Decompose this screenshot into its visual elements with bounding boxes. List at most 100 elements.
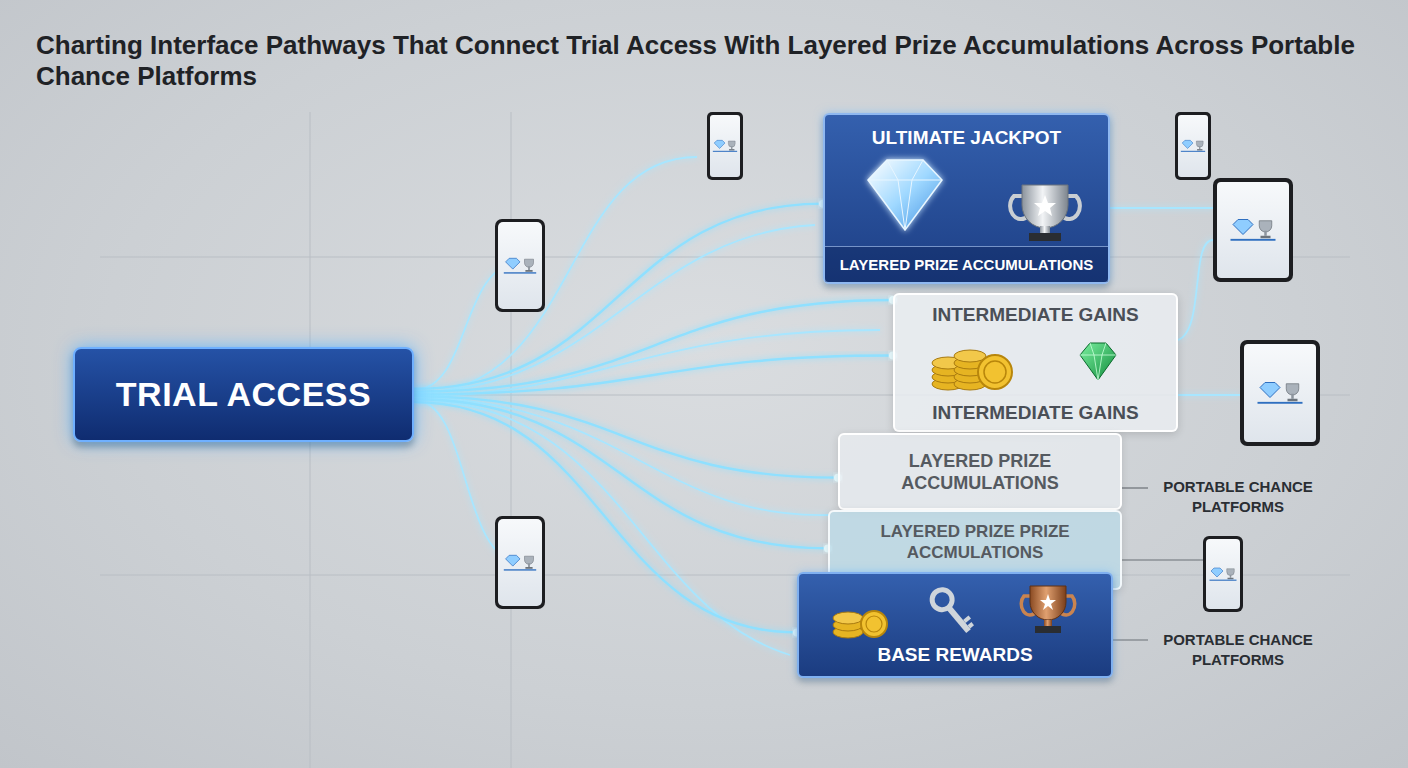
trophy-stem (1040, 226, 1050, 234)
trophy-cup (1022, 185, 1068, 228)
box-subtext: INTERMEDIATE GAINS (932, 402, 1139, 424)
diagram-title: Charting Interface Pathways That Connect… (36, 30, 1366, 92)
pathway-line (414, 157, 697, 394)
coin (833, 612, 863, 624)
coin (954, 364, 986, 376)
start-box: TRIAL ACCESS (73, 347, 414, 442)
pathway-line (1178, 394, 1240, 396)
box-heading: LAYERED PRIZE PRIZE ACCMULATIONS (859, 521, 1091, 563)
flow-connector (414, 204, 823, 389)
coin (954, 357, 986, 369)
flow-connector (414, 396, 838, 477)
box-heading: BASE REWARDS (877, 644, 1032, 666)
coin-face (978, 355, 1012, 389)
screen-icon (504, 258, 536, 273)
phone-screen (1178, 115, 1208, 177)
pathway-line (414, 398, 830, 515)
box-subtext: LAYERED PRIZE ACCUMULATIONS (825, 246, 1108, 282)
devices (495, 112, 1320, 612)
box-heading: ULTIMATE JACKPOT (872, 127, 1061, 149)
box-heading: INTERMEDIATE GAINS (932, 304, 1139, 326)
platform-label: PORTABLE CHANCE PLATFORMS (1148, 477, 1328, 517)
trophy-star (1040, 594, 1056, 610)
tablet-frame (1213, 178, 1293, 282)
trophy-base (1035, 626, 1061, 633)
key-icon (928, 586, 976, 638)
coin (932, 371, 964, 383)
pathway-line (414, 400, 790, 655)
trophy-star (1034, 195, 1056, 216)
coin-face (861, 611, 887, 637)
pathway-line (1178, 240, 1213, 340)
leader-line (1122, 487, 1148, 488)
phone-screen (710, 115, 740, 177)
pathway-line (414, 400, 520, 562)
coin-stack-icon (932, 350, 1012, 390)
phone-frame (1175, 112, 1211, 180)
pathway-line (414, 262, 520, 390)
box-heading: LAYERED PRIZE ACCUMULATIONS (863, 450, 1098, 494)
trophy-handles (1021, 596, 1075, 615)
silver-trophy-icon (1010, 185, 1080, 241)
phone-frame (707, 112, 743, 180)
coin (932, 378, 964, 390)
bronze-trophy-icon (1021, 586, 1075, 633)
screen-icon (1231, 220, 1276, 241)
gem-shape (1080, 343, 1116, 380)
pathway-line (414, 225, 815, 392)
diamond-facets (868, 160, 942, 230)
tablet-screen (1244, 344, 1316, 442)
screen-icon (713, 140, 737, 151)
green-gem-icon (1080, 343, 1116, 380)
prize-tier-box: INTERMEDIATE GAINS INTERMEDIATE GAINS (893, 293, 1178, 432)
key-tooth (968, 622, 974, 628)
flow-connector (414, 402, 797, 632)
pathway-line (414, 330, 880, 396)
trophy-handles (1010, 196, 1080, 219)
phone-screen (498, 519, 542, 606)
key-bow (928, 586, 956, 614)
grid-line (100, 575, 1350, 576)
screen-icon (1181, 140, 1205, 151)
pathway-line (1110, 207, 1213, 209)
screen-icon (1258, 383, 1303, 404)
coin (833, 626, 863, 638)
screen-icon (1210, 568, 1237, 581)
key-tooth (963, 615, 971, 623)
phone-frame (1203, 536, 1243, 612)
coin-rim (984, 361, 1006, 383)
diamond-shape (868, 160, 942, 230)
coin (932, 364, 964, 376)
trophy-cup (1030, 586, 1066, 620)
gem-facets (1080, 343, 1116, 380)
flow-connector (414, 399, 828, 548)
leader-lines (1113, 488, 1203, 640)
coin (833, 619, 863, 631)
leader-line (1122, 559, 1203, 560)
coin-rim (866, 616, 882, 632)
tablet-frame (1240, 340, 1320, 446)
screen-icon (504, 555, 536, 570)
platform-label: PORTABLE CHANCE PLATFORMS (1148, 630, 1328, 670)
prize-tier-box: BASE REWARDS (797, 572, 1113, 678)
tablet-screen (1217, 182, 1289, 278)
grid-line (100, 257, 1350, 258)
coin (954, 378, 986, 390)
flow-connector (414, 300, 893, 392)
phone-frame (495, 219, 545, 312)
base-coins-icon (833, 611, 887, 638)
coin (932, 357, 964, 369)
diamond-icon (868, 160, 942, 230)
leader-line (1113, 639, 1148, 640)
flow-connector (414, 356, 893, 395)
trophy-base (1029, 233, 1061, 241)
phone-screen (498, 222, 542, 309)
trophy-stem (1044, 620, 1052, 626)
box-heading: TRIAL ACCESS (116, 375, 371, 414)
phone-screen (1206, 539, 1240, 609)
coin (954, 371, 986, 383)
key-shaft (946, 605, 971, 633)
phone-frame (495, 516, 545, 609)
grid-line (511, 112, 512, 768)
coin (954, 350, 986, 362)
